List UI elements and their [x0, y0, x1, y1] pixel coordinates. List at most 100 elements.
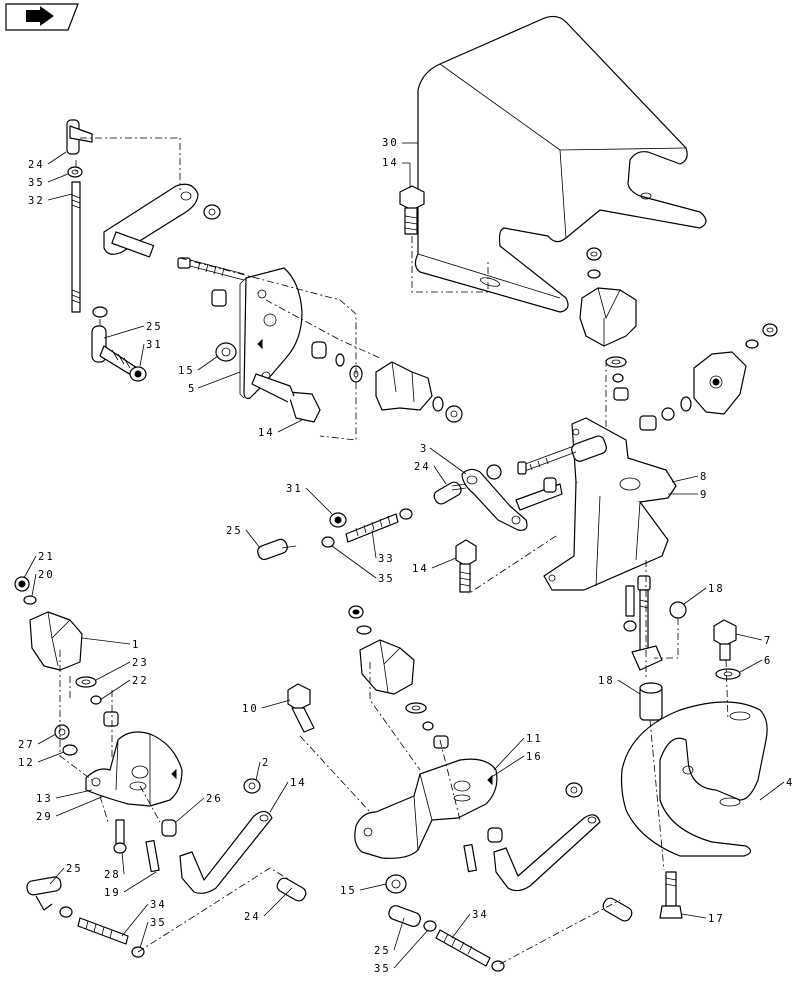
callout-31b: 31: [286, 483, 303, 495]
spacer-lower-mid-2: [487, 827, 503, 843]
callout-12: 13: [36, 793, 53, 805]
callout-14d: 10: [242, 703, 259, 715]
callout-29: 26: [206, 793, 223, 805]
mounting-plate-5: [239, 267, 303, 399]
washer-top-right: [587, 269, 601, 279]
nut-rod-33: [399, 508, 413, 520]
callout-16: 18: [598, 675, 615, 687]
callout-20: 20: [38, 569, 55, 581]
callout-2: 14: [290, 777, 307, 789]
callout-35b: 35: [378, 573, 395, 585]
nut-35-mid: [321, 536, 335, 548]
next-page-arrow-icon[interactable]: [5, 3, 79, 31]
callout-34a: 34: [150, 899, 167, 911]
nut-31-mid: [329, 512, 347, 528]
ball-joint-lower-mid-right: [602, 897, 633, 922]
callout-19: 19: [104, 887, 121, 899]
knob-lower-mid: [359, 639, 415, 695]
callout-15a: 15: [178, 365, 195, 377]
callout-5: 5: [188, 383, 196, 395]
bolt-14-upper: [251, 373, 321, 423]
callout-25c: 25: [66, 863, 83, 875]
spacer-lower-left: [103, 711, 119, 727]
knob-right: [693, 351, 747, 415]
nut-upper-knob: [445, 405, 463, 423]
callout-14a: 14: [382, 157, 399, 169]
washer-right-4: [661, 407, 675, 421]
ball-joint-24-top: [66, 119, 93, 155]
bolt-lower-mid: [463, 844, 477, 873]
callout-18a: 18: [708, 583, 725, 595]
washer-lower-mid-2: [422, 721, 434, 731]
callout-4: 4: [786, 777, 794, 789]
nut-bracket: [486, 464, 502, 480]
callout-31a: 31: [146, 339, 163, 351]
crank-arm: [103, 183, 199, 258]
washer-22: [90, 695, 102, 705]
washer-upper-3: [432, 396, 444, 412]
callout-14c: 14: [412, 563, 429, 575]
washer-right-3: [680, 396, 692, 412]
bolt-17: [659, 871, 683, 919]
callout-26: 2: [262, 757, 270, 769]
callout-35c: 35: [150, 917, 167, 929]
plate-4: [620, 701, 768, 857]
sleeve-bracket: [571, 435, 608, 462]
threaded-rod-33: [345, 513, 399, 543]
callout-25b: 25: [226, 525, 243, 537]
bushing-16-upper: [631, 645, 663, 671]
callout-28: 28: [104, 869, 121, 881]
callout-10: 11: [526, 733, 543, 745]
bracket-12-13: [85, 731, 183, 807]
knob-1: [29, 611, 83, 671]
nut-15-upper: [215, 342, 237, 362]
callout-22: 22: [132, 675, 149, 687]
threaded-rod-34-mid: [435, 929, 491, 967]
spacer-lever: [543, 477, 557, 493]
washer-right-1: [605, 356, 627, 368]
bolt-14-cover: [399, 185, 425, 235]
washer-upper-1: [335, 353, 345, 367]
callout-7: 7: [764, 635, 772, 647]
washer-6: [715, 668, 741, 680]
bolt-19: [145, 840, 160, 873]
cover-guard: [414, 15, 707, 313]
knob-top-right: [579, 287, 637, 347]
bolt-14-lower: [287, 683, 315, 733]
bracket-8-9: [543, 417, 677, 591]
callout-8: 8: [700, 471, 708, 483]
callout-24b: 24: [414, 461, 431, 473]
nut-18-left: [54, 724, 70, 740]
nut-21: [14, 576, 30, 592]
callout-17: 17: [708, 913, 725, 925]
washer-20: [23, 595, 37, 605]
callout-33: 33: [378, 553, 395, 565]
nut-35-lower-mid: [423, 920, 437, 932]
callout-18b: 27: [18, 739, 35, 751]
spacer-mid-upper: [311, 341, 327, 359]
callout-3: 3: [420, 443, 428, 455]
washer-right-2: [612, 373, 624, 383]
washer-far-right: [745, 339, 759, 349]
nut-top-right: [586, 247, 602, 261]
spacer-right: [613, 387, 629, 401]
callout-27: 12: [18, 757, 35, 769]
ball-joint-24-lower: [276, 877, 307, 902]
spacer-29: [161, 819, 177, 837]
callout-13: 29: [36, 811, 53, 823]
washer-lower-mid-1: [405, 702, 427, 714]
spacer-upper: [211, 289, 227, 307]
nut-far-right: [762, 323, 778, 337]
nut-26: [243, 778, 261, 794]
callout-24a: 24: [28, 159, 45, 171]
ball-joint-25-mid: [257, 538, 297, 561]
nut-15-lower: [385, 874, 407, 894]
spacer-right-2: [639, 415, 657, 431]
nut-lower-mid-right: [565, 782, 583, 798]
bolt-7: [713, 619, 737, 661]
knob-upper: [375, 361, 433, 411]
bolt-bracket-upper: [517, 445, 577, 475]
washer-lower-mid-top: [356, 625, 372, 635]
callout-32: 32: [28, 195, 45, 207]
